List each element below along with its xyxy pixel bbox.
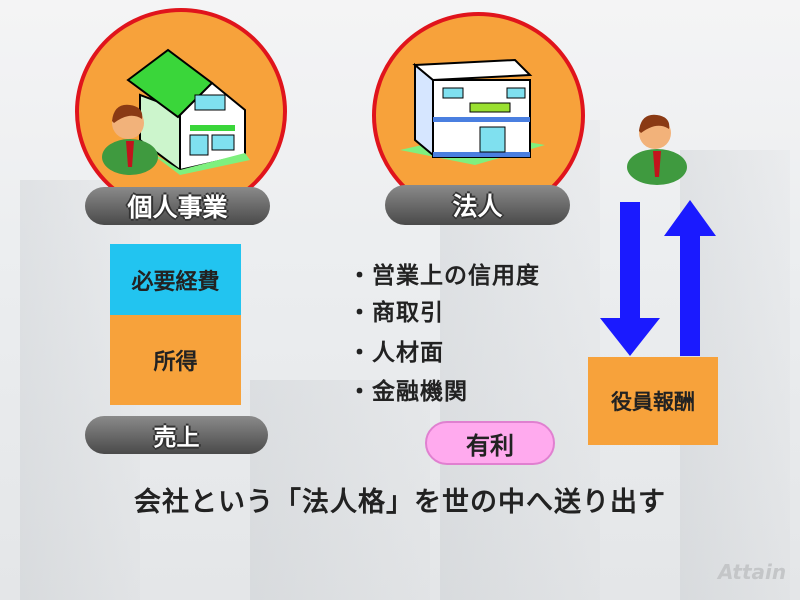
arrow-down-icon bbox=[600, 202, 660, 356]
sales-label: 売上 bbox=[85, 416, 268, 454]
income-box: 所得 bbox=[110, 315, 241, 405]
bullet-transactions: ・商取引 bbox=[348, 300, 444, 326]
arrow-up-icon bbox=[664, 200, 716, 356]
bullet-personnel: ・人材面 bbox=[348, 340, 444, 366]
bullet-financial-institutions: ・金融機関 bbox=[348, 379, 468, 405]
corporation-label: 法人 bbox=[385, 185, 570, 225]
executive-person-icon bbox=[627, 114, 687, 185]
necessary-expenses-box: 必要経費 bbox=[110, 244, 241, 315]
watermark-logo: Attain bbox=[718, 560, 787, 584]
background-building bbox=[250, 380, 430, 600]
caption: 会社という「法人格」を世の中へ送り出す bbox=[134, 487, 666, 518]
executive-compensation-box: 役員報酬 bbox=[588, 357, 718, 445]
building-icon bbox=[400, 58, 545, 165]
bullet-credibility: ・営業上の信用度 bbox=[348, 263, 540, 289]
advantage-badge: 有利 bbox=[425, 421, 555, 465]
house-icon bbox=[126, 48, 250, 175]
sole-proprietor-label: 個人事業 bbox=[85, 187, 270, 225]
person-icon bbox=[102, 104, 158, 175]
